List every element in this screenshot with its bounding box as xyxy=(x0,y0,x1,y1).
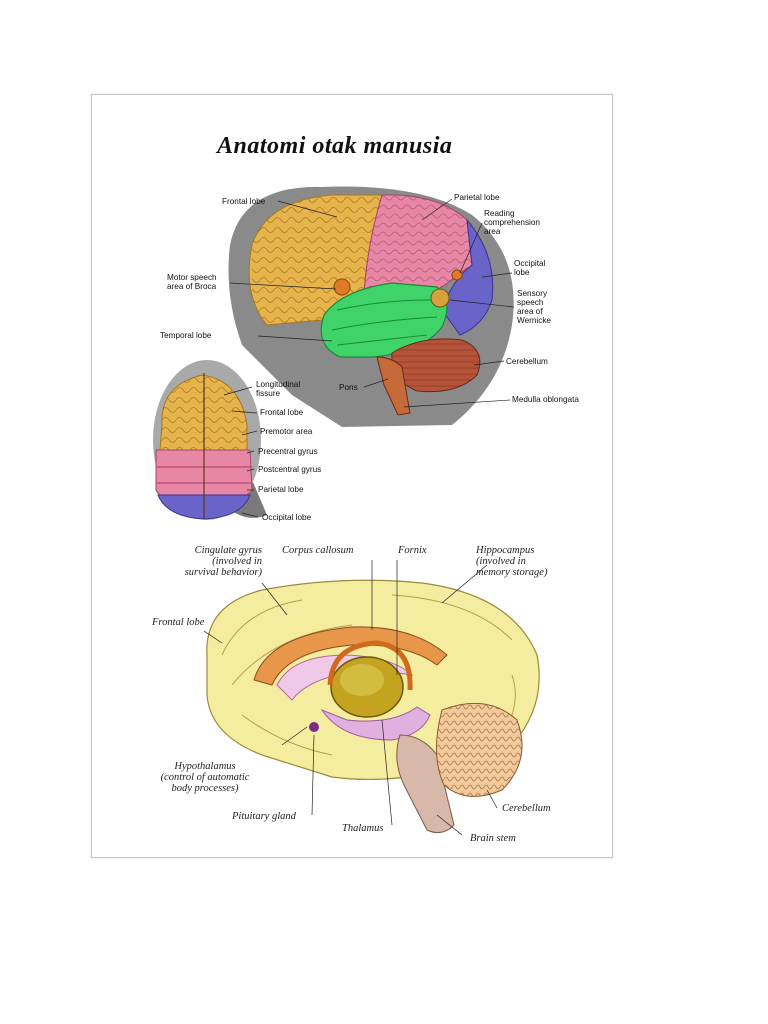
label-motor-speech: Motor speech area of Broca xyxy=(167,273,217,291)
page-title: Anatomi otak manusia xyxy=(217,133,453,159)
brain-illustration xyxy=(153,186,540,836)
sagittal-brain-view xyxy=(206,579,540,834)
label-cerebellum: Cerebellum xyxy=(506,357,548,366)
brainstem-shape xyxy=(376,356,411,416)
top-leader-lines xyxy=(223,386,259,518)
label-precentral-gyrus: Precentral gyrus xyxy=(258,447,318,456)
occipital-lobe-shape xyxy=(441,218,494,336)
pituitary-shape xyxy=(309,722,319,732)
label-pons: Pons xyxy=(339,383,358,392)
lateral-brain-view xyxy=(228,186,514,427)
label-top-frontal-lobe: Frontal lobe xyxy=(260,408,304,417)
label-brain-stem: Brain stem xyxy=(470,833,516,844)
label-hippocampus: Hippocampus (involved in memory storage) xyxy=(476,545,548,578)
lateral-leader-lines xyxy=(229,198,515,408)
label-sagittal-cerebellum: Cerebellum xyxy=(502,803,551,814)
label-postcentral-gyrus: Postcentral gyrus xyxy=(258,465,322,474)
label-temporal-lobe: Temporal lobe xyxy=(160,331,212,340)
label-cingulate-gyrus: Cingulate gyrus (involved in survival be… xyxy=(184,545,262,578)
label-thalamus: Thalamus xyxy=(342,823,384,834)
label-sagittal-frontal-lobe: Frontal lobe xyxy=(152,617,205,628)
label-corpus-callosum: Corpus callosum xyxy=(282,545,354,556)
label-parietal-lobe: Parietal lobe xyxy=(454,193,500,202)
broca-area-marker xyxy=(333,278,351,296)
label-top-occipital-lobe: Occipital lobe xyxy=(262,513,312,522)
poster-frame: Anatomi otak manusia Frontal lobe Pariet… xyxy=(91,94,613,858)
label-medulla: Medulla oblongata xyxy=(512,395,579,404)
label-fornix: Fornix xyxy=(398,545,427,556)
label-occipital-lobe: Occipital lobe xyxy=(514,259,546,277)
label-frontal-lobe: Frontal lobe xyxy=(222,197,266,206)
label-reading-area: Reading comprehension area xyxy=(484,209,540,236)
top-brain-view xyxy=(153,360,267,520)
wernicke-area-marker xyxy=(430,288,450,308)
temporal-lobe-shape xyxy=(320,282,448,358)
label-longitudinal-fissure: Longitudinal fissure xyxy=(256,380,301,398)
reading-area-marker xyxy=(451,269,463,281)
label-premotor-area: Premotor area xyxy=(260,427,313,436)
label-pituitary-gland: Pituitary gland xyxy=(232,811,296,822)
sagittal-brainstem-shape xyxy=(396,734,455,834)
label-top-parietal-lobe: Parietal lobe xyxy=(258,485,304,494)
corpus-callosum-shape xyxy=(253,626,448,686)
label-hypothalamus: Hypothalamus (control of automatic body … xyxy=(160,761,250,794)
label-sensory-speech: Sensory speech area of Wernicke xyxy=(517,289,551,325)
sagittal-leader-lines xyxy=(203,560,498,836)
